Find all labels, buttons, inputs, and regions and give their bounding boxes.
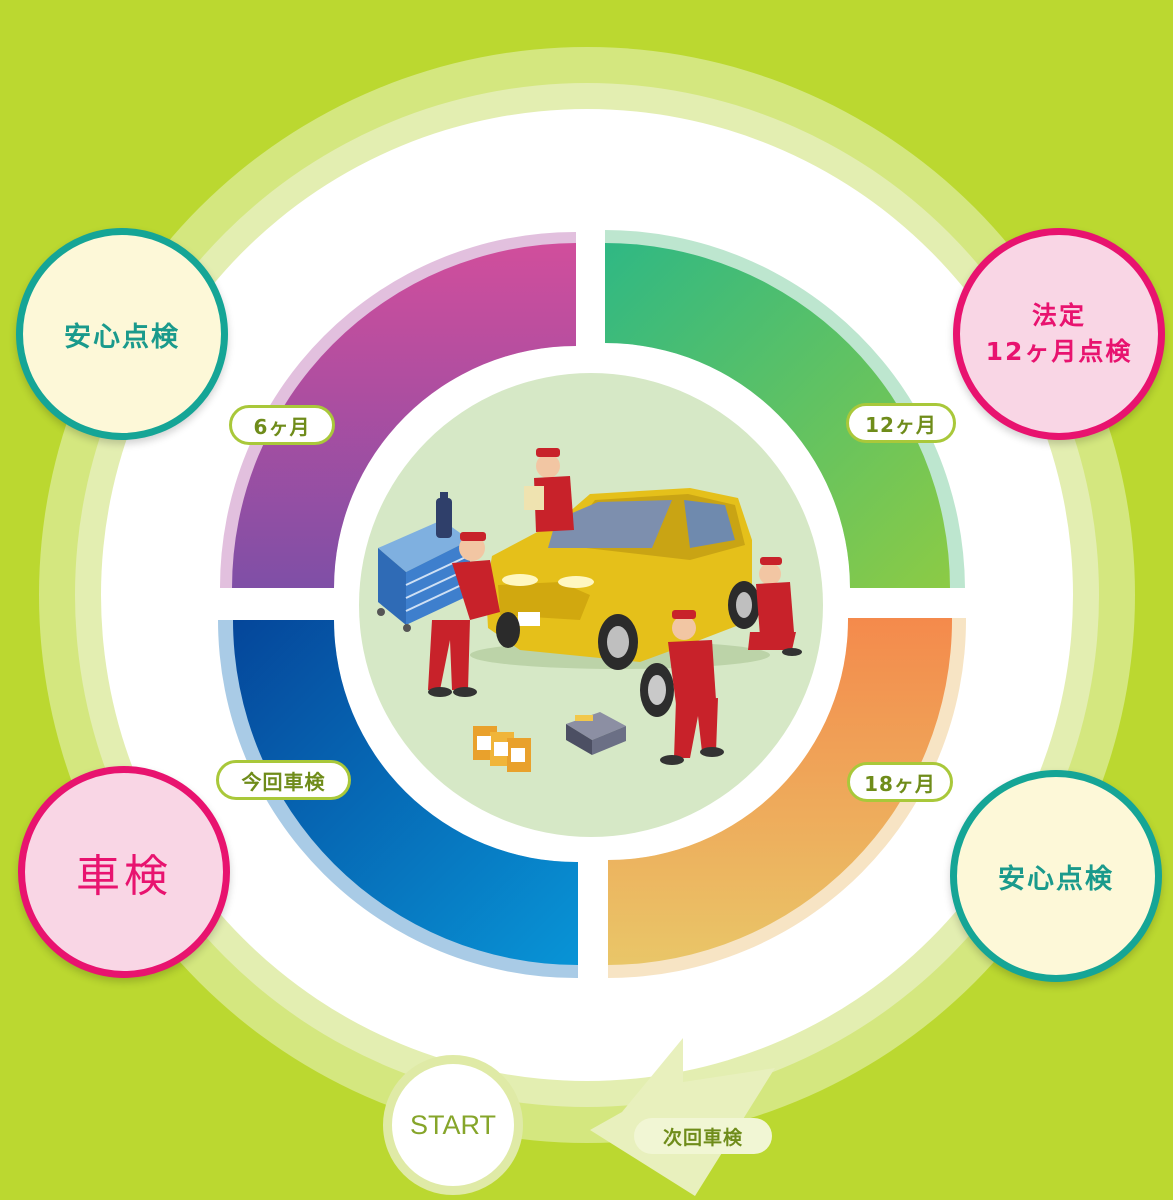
quadrant-green xyxy=(605,243,950,588)
tool-cart-icon xyxy=(377,492,471,632)
quadrant-blue xyxy=(233,620,578,965)
mechanic-left-icon xyxy=(428,532,500,697)
month-12-label: 12ヶ月 xyxy=(846,403,956,443)
oil-cans-icon xyxy=(473,726,531,772)
anshin-check-bottom-right: 安心点検 xyxy=(950,770,1162,982)
start-marker: START xyxy=(383,1055,523,1195)
current-shaken-label: 今回車検 xyxy=(216,760,351,800)
battery-icon xyxy=(566,712,626,755)
next-shaken-label: 次回車検 xyxy=(634,1118,772,1154)
month-18-label: 18ヶ月 xyxy=(847,762,953,802)
car-maintenance-illustration xyxy=(349,363,833,847)
month-6-label: 6ヶ月 xyxy=(229,405,335,445)
mechanic-tire-icon xyxy=(660,610,724,765)
mechanic-clipboard-icon xyxy=(524,448,574,532)
legal-12-month-check: 法定 12ヶ月点検 xyxy=(953,228,1165,440)
shaken-inspection: 車検 xyxy=(18,766,230,978)
cycle-arrow-icon xyxy=(590,1038,775,1196)
quadrant-purple xyxy=(232,243,576,588)
tire-icon xyxy=(640,663,674,717)
mechanic-kneeling-icon xyxy=(748,557,802,656)
anshin-check-top-left: 安心点検 xyxy=(16,228,228,440)
quadrant-orange xyxy=(608,618,953,965)
